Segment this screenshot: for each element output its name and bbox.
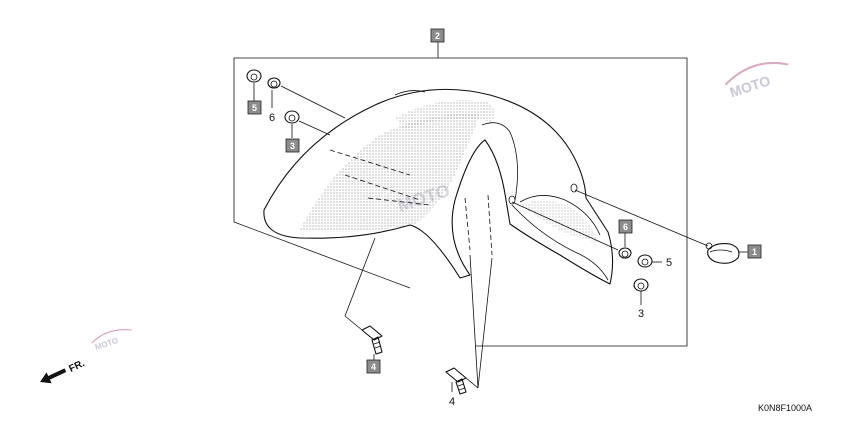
diagram-code: K0N8F1000A	[758, 403, 812, 413]
callout-3-right[interactable]: 3	[638, 308, 644, 320]
assembly-boundary	[233, 57, 688, 347]
callout-4-left[interactable]: 4	[366, 359, 381, 374]
part-6-right-leader	[511, 201, 619, 251]
callout-5-right[interactable]: 5	[666, 257, 672, 269]
nut-part-3-left	[284, 110, 300, 124]
nut-part-3-right	[633, 278, 649, 292]
svg-text:1: 1	[752, 247, 757, 257]
part-4-left-leader-b	[344, 315, 363, 331]
collar-part-5-left	[246, 69, 262, 83]
front-direction-label: FR.	[67, 358, 86, 375]
bolt-part-4-left	[361, 325, 383, 355]
svg-text:6: 6	[623, 222, 628, 232]
grommet-part-6-left	[267, 77, 281, 89]
svg-text:3: 3	[638, 308, 644, 320]
svg-text:4: 4	[371, 362, 376, 372]
callout-4-bottom[interactable]: 4	[449, 396, 455, 408]
svg-text:5: 5	[252, 103, 257, 113]
svg-text:4: 4	[449, 396, 455, 408]
part-4-bottom-leader-b	[477, 257, 493, 389]
collar-part-5-right	[637, 254, 653, 268]
clip-part-1	[705, 242, 740, 264]
part-4-bottom-leader-c	[465, 377, 479, 389]
part-6-left-leader	[280, 85, 346, 119]
front-fender	[263, 88, 614, 285]
bolt-part-4-bottom	[445, 367, 467, 395]
svg-text:5: 5	[666, 257, 672, 269]
callout-3-left[interactable]: 3	[285, 138, 300, 153]
svg-text:6: 6	[269, 112, 275, 124]
front-arrow-icon	[40, 368, 67, 384]
callout-2[interactable]: 2	[430, 28, 445, 43]
callout-5-left[interactable]: 5	[247, 100, 262, 115]
front-direction-indicator: FR.	[40, 358, 87, 384]
part-4-left-leader-a	[344, 237, 376, 317]
part-4-bottom-leader-a	[469, 254, 479, 389]
callout-6-left[interactable]: 6	[269, 112, 275, 124]
svg-text:2: 2	[435, 31, 440, 41]
callout-6-right[interactable]: 6	[618, 219, 633, 234]
watermark-logo-left: MOTO	[91, 329, 132, 352]
grommet-part-6-right	[618, 247, 632, 259]
svg-text:3: 3	[290, 141, 295, 151]
watermark-logo-top-right: MOTO	[724, 61, 789, 100]
callout-1[interactable]: 1	[747, 244, 762, 259]
part-3-left-leader	[298, 120, 331, 136]
part-1-leader	[574, 189, 709, 247]
